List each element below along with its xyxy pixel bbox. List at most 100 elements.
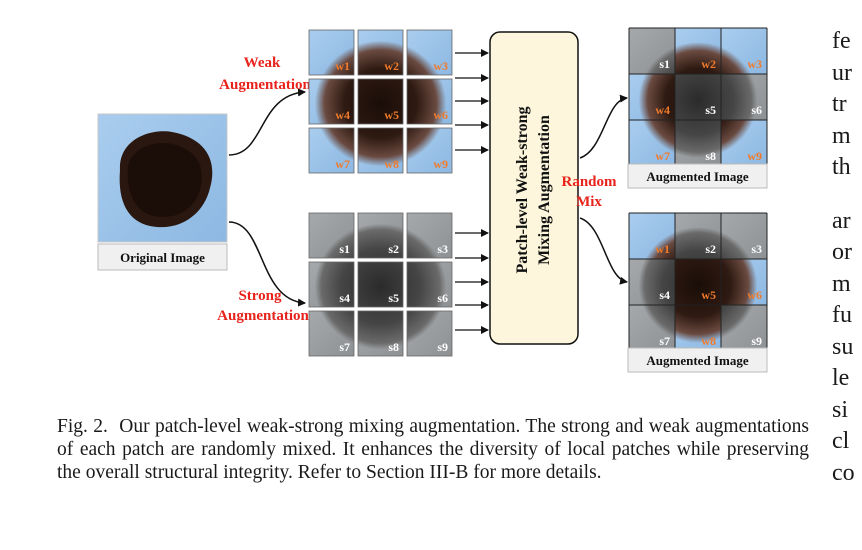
mixing-augmentation-box: Patch-level Weak-strong Mixing Augmentat… xyxy=(489,31,579,345)
mixed-patch: s7 xyxy=(629,305,675,351)
patch-tag: s1 xyxy=(339,242,350,256)
patch-tag: s7 xyxy=(659,334,670,348)
strong-patch: s6 xyxy=(406,261,453,308)
arrow-to-augmented-top xyxy=(579,94,628,159)
augmented-image-bottom: w1 s2 s3 s4 w5 w6 s7 w8 s9 xyxy=(628,212,768,352)
caption-text: Our patch-level weak-strong mixing augme… xyxy=(57,416,809,483)
mixed-patch: w4 xyxy=(629,74,675,120)
mixer-label-line1: Patch-level Weak-strong xyxy=(514,107,531,274)
weak-patch: w3 xyxy=(406,29,453,76)
patch-tag: w6 xyxy=(433,108,448,122)
mixed-patch: s4 xyxy=(629,259,675,305)
mixer-label-line2: Mixing Augmentation xyxy=(536,115,553,265)
strong-label-line1: Strong xyxy=(238,288,282,304)
random-mix-line2: Mix xyxy=(576,194,602,210)
patch-tag: w9 xyxy=(433,157,448,171)
strong-patch: s9 xyxy=(406,310,453,357)
strong-patch: s3 xyxy=(406,212,453,259)
mixed-patch: w1 xyxy=(629,213,675,259)
patch-tag: s6 xyxy=(437,291,448,305)
patch-tag: s3 xyxy=(437,242,448,256)
patch-tag: s3 xyxy=(751,242,762,256)
patch-tag: w3 xyxy=(433,59,448,73)
side-text-line: or xyxy=(832,239,852,265)
side-text-line: ar xyxy=(832,207,851,234)
patch-tag: w8 xyxy=(384,157,399,171)
strong-patch: s1 xyxy=(308,212,355,259)
weak-patch: w5 xyxy=(357,78,404,125)
weak-patch: w2 xyxy=(357,29,404,76)
side-text-line: fe xyxy=(832,28,851,54)
mixed-patch: w6 xyxy=(721,259,767,305)
patch-tag: s1 xyxy=(659,57,670,71)
patch-tag: w4 xyxy=(335,108,350,122)
weak-patch: w9 xyxy=(406,127,453,174)
strong-patch: s8 xyxy=(357,310,404,357)
patch-tag: s2 xyxy=(388,242,399,256)
patch-tag: s4 xyxy=(339,291,350,305)
mixed-patch: w2 xyxy=(675,28,721,74)
patch-tag: s2 xyxy=(705,242,716,256)
random-mix-line1: Random xyxy=(561,174,617,190)
weak-patch-grid: w1 w2 w3 w4 w5 w6 w7 w8 w9 xyxy=(308,29,453,174)
weak-patch: w6 xyxy=(406,78,453,125)
original-label: Original Image xyxy=(120,250,205,265)
patch-tag: w2 xyxy=(701,57,716,71)
mixed-patch: s6 xyxy=(721,74,767,120)
side-text-line: th xyxy=(832,154,851,180)
original-label-box xyxy=(97,243,228,271)
strong-patch: s5 xyxy=(357,261,404,308)
patch-tag: s6 xyxy=(751,103,762,117)
mixed-patch: w5 xyxy=(675,259,721,305)
strong-patch: s4 xyxy=(308,261,355,308)
patch-tag: w6 xyxy=(747,288,762,302)
mixed-patch: s2 xyxy=(675,213,721,259)
strong-label-line2: Augmentation xyxy=(217,308,309,324)
augmented-label-bottom: Augmented Image xyxy=(646,353,748,368)
patch-tag: w9 xyxy=(747,149,762,163)
patch-tag: s4 xyxy=(659,288,670,302)
side-text-line: m xyxy=(832,122,851,149)
side-text-line: fu xyxy=(832,302,852,328)
patch-tag: w7 xyxy=(335,157,350,171)
mixed-patch: w8 xyxy=(675,305,721,351)
side-text-line: m xyxy=(832,270,851,297)
figure-diagram: Original Image Weak Augmentation Strong … xyxy=(97,27,768,373)
patch-tag: s5 xyxy=(705,103,716,117)
augmented-image-top: s1 w2 w3 w4 s5 s6 w7 s8 w9 xyxy=(628,27,768,167)
weak-patch: w4 xyxy=(308,78,355,125)
mixed-patch: s8 xyxy=(675,120,721,166)
patch-tag: w1 xyxy=(335,59,350,73)
mixed-patch: s3 xyxy=(721,213,767,259)
patch-tag: w3 xyxy=(747,57,762,71)
weak-label-line1: Weak xyxy=(244,55,281,71)
mixed-patch: s5 xyxy=(675,74,721,120)
patch-tag: w5 xyxy=(701,288,716,302)
patch-tag: w5 xyxy=(384,108,399,122)
patch-tag: s8 xyxy=(705,149,716,163)
arrow-to-augmented-bottom xyxy=(579,217,628,285)
patch-tag: w4 xyxy=(655,103,670,117)
patch-tag: w2 xyxy=(384,59,399,73)
side-text-line: ur xyxy=(832,59,852,86)
side-text-line: su xyxy=(832,333,854,360)
patch-tag: s9 xyxy=(751,334,762,348)
side-text-line: co xyxy=(832,459,855,486)
patch-tag: s5 xyxy=(388,291,399,305)
original-image: Original Image xyxy=(97,113,228,271)
weak-patch: w7 xyxy=(308,127,355,174)
weak-patch: w8 xyxy=(357,127,404,174)
weak-label-line2: Augmentation xyxy=(219,77,311,93)
patch-tag: w1 xyxy=(655,242,670,256)
mixed-patch: w9 xyxy=(721,120,767,166)
strong-patch: s7 xyxy=(308,310,355,357)
caption-label: Fig. 2. xyxy=(57,416,108,437)
side-text-line: le xyxy=(832,365,850,391)
patch-tag: w7 xyxy=(655,149,670,163)
side-text-line: si xyxy=(832,396,849,423)
figure: Original Image Weak Augmentation Strong … xyxy=(97,27,768,373)
mixed-patch: s9 xyxy=(721,305,767,351)
mixed-patch: w3 xyxy=(721,28,767,74)
